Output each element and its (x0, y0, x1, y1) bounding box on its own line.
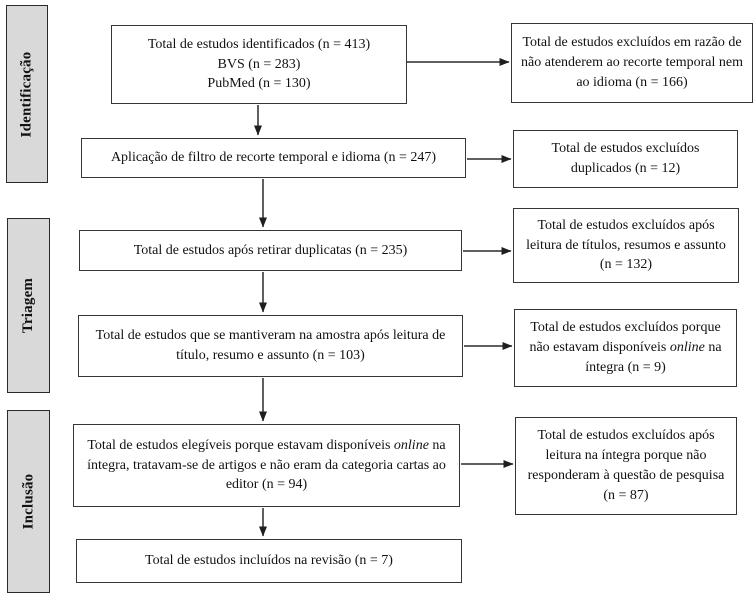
stage-triagem-label: Triagem (20, 277, 36, 334)
box-excluded-duplicates: Total de estudos excluídos duplicados (n… (513, 130, 738, 188)
box-after-duplicates-removed: Total de estudos após retirar duplicatas… (79, 230, 462, 271)
box-included-in-review: Total de estudos incluídos na revisão (n… (76, 539, 462, 583)
box-after-title-abstract-screening: Total de estudos que se mantiveram na am… (78, 315, 463, 377)
stage-inclusao-label: Inclusão (20, 473, 37, 530)
stage-identificacao: Identificação (6, 5, 48, 183)
box-studies-identified-line2: BVS (n = 283) (217, 56, 301, 72)
box-excluded-duplicates-text: Total de estudos excluídos duplicados (n… (551, 141, 700, 176)
box-excluded-temporal-idioma: Total de estudos excluídos em razão de n… (511, 23, 753, 103)
box-studies-identified: Total de estudos identificados (n = 413)… (111, 25, 407, 104)
box-filter-applied: Aplicação de filtro de recorte temporal … (81, 138, 466, 178)
stage-identificacao-label: Identificação (18, 51, 35, 137)
box-eligible-studies: Total de estudos elegíveis porque estava… (73, 424, 460, 507)
box-eligible-studies-text: Total de estudos elegíveis porque estava… (87, 437, 446, 493)
box-included-in-review-text: Total de estudos incluídos na revisão (n… (145, 553, 393, 569)
box-excluded-research-question-text: Total de estudos excluídos após leitura … (527, 428, 725, 503)
box-excluded-title-abstract-text: Total de estudos excluídos após leitura … (526, 217, 726, 273)
box-excluded-temporal-idioma-text: Total de estudos excluídos em razão de n… (521, 35, 743, 90)
box-after-duplicates-removed-text: Total de estudos após retirar duplicatas… (133, 242, 408, 258)
box-excluded-not-available-online-text: Total de estudos excluídos porque não es… (529, 320, 722, 375)
box-after-title-abstract-screening-text: Total de estudos que se mantiveram na am… (95, 328, 446, 363)
box-excluded-title-abstract: Total de estudos excluídos após leitura … (513, 208, 739, 283)
box-excluded-not-available-online: Total de estudos excluídos porque não es… (514, 309, 737, 387)
stage-inclusao: Inclusão (7, 410, 50, 593)
box-studies-identified-line3: PubMed (n = 130) (207, 76, 311, 92)
box-filter-applied-text: Aplicação de filtro de recorte temporal … (110, 150, 437, 166)
box-studies-identified-line1: Total de estudos identificados (n = 413) (147, 36, 371, 52)
box-excluded-research-question: Total de estudos excluídos após leitura … (515, 417, 737, 515)
stage-triagem: Triagem (7, 218, 50, 393)
